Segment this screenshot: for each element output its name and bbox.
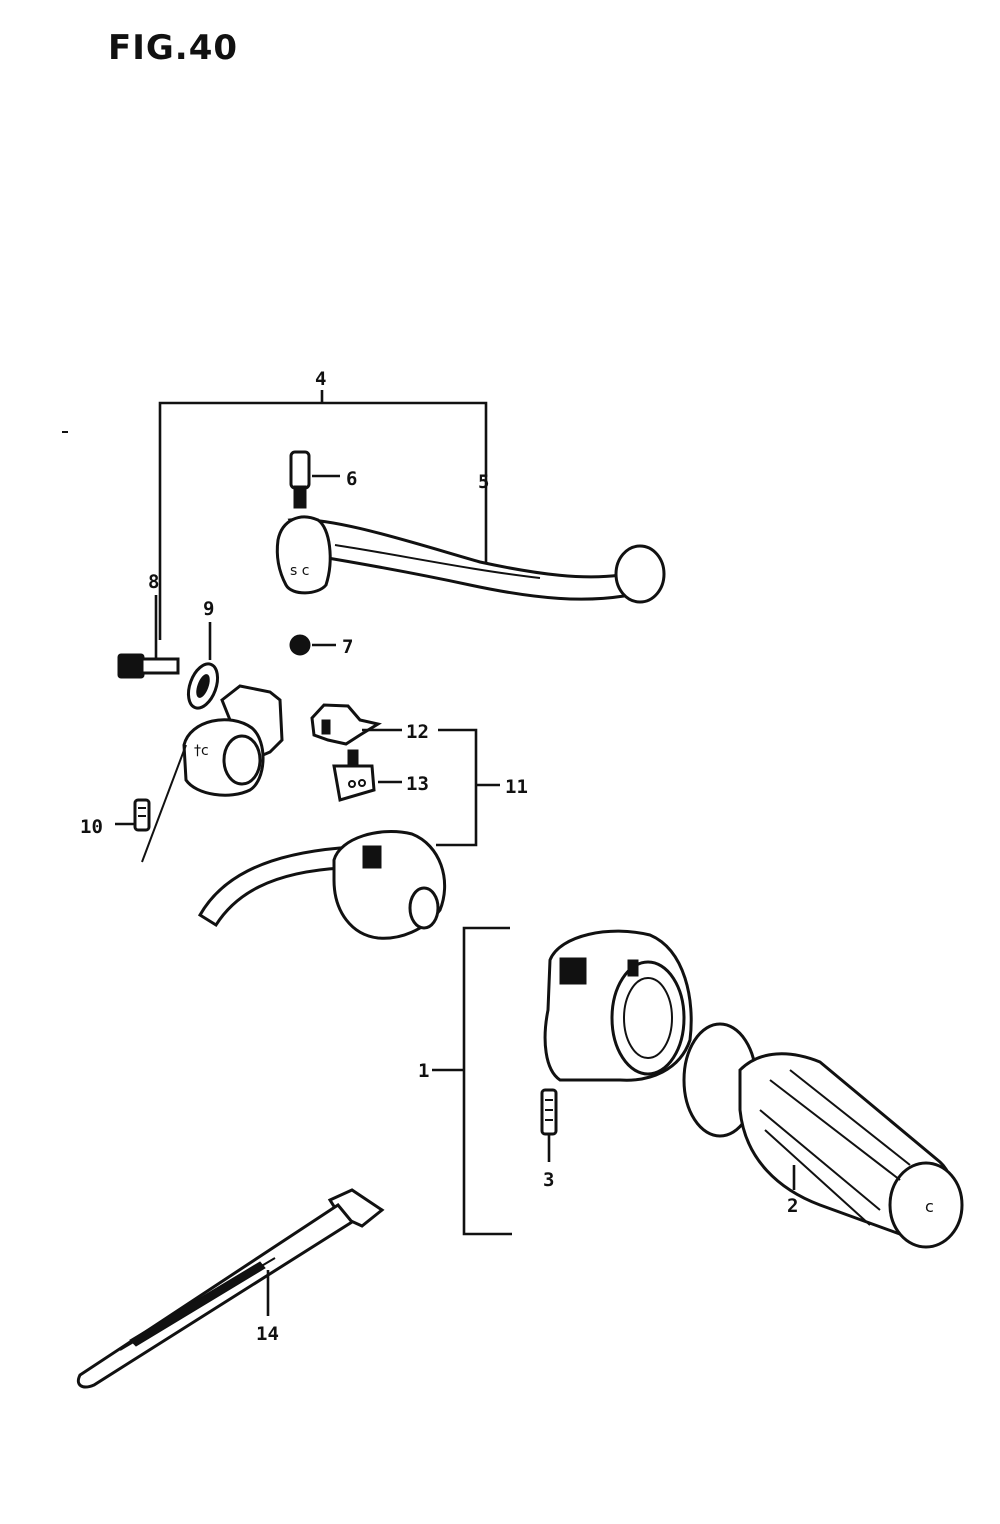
callout-5: 5 (478, 471, 489, 493)
callout-3: 3 (543, 1169, 554, 1191)
switch-plate-12-part (310, 703, 402, 746)
callout-9: 9 (203, 598, 214, 620)
lever-holder-part: †c (141, 684, 284, 863)
callout-6: 6 (346, 468, 357, 490)
callout-10: 10 (80, 816, 103, 838)
switch-housing-part (197, 830, 447, 940)
callout-14: 14 (256, 1323, 279, 1345)
bracket-1 (432, 926, 512, 1236)
throttle-housing-part (543, 929, 693, 1082)
callout-2: 2 (787, 1195, 798, 1217)
cable-tie-part (76, 1188, 385, 1389)
svg-text:†c: †c (194, 743, 209, 759)
callout-8: 8 (148, 571, 159, 593)
figure-title: FIG.40 (108, 28, 239, 68)
bracket-4 (158, 390, 488, 640)
washer-9-part (186, 622, 220, 710)
lever-part: s c (275, 515, 666, 604)
screw-10-part (115, 798, 151, 832)
callout-7: 7 (342, 636, 353, 658)
callout-11: 11 (505, 776, 528, 798)
bolt-6-part (289, 450, 340, 509)
grip-part: c (682, 1022, 964, 1249)
switch-13-part (332, 749, 402, 802)
callout-4: 4 (315, 368, 326, 390)
nut-7-part (289, 634, 336, 656)
bolt-8-part (117, 595, 180, 679)
callout-1: 1 (418, 1060, 429, 1082)
svg-text:s c: s c (290, 563, 309, 579)
callout-12: 12 (406, 721, 429, 743)
svg-text:c: c (925, 1197, 934, 1216)
screw-3-part (540, 1088, 558, 1162)
callout-13: 13 (406, 773, 429, 795)
bracket-11 (436, 728, 500, 847)
